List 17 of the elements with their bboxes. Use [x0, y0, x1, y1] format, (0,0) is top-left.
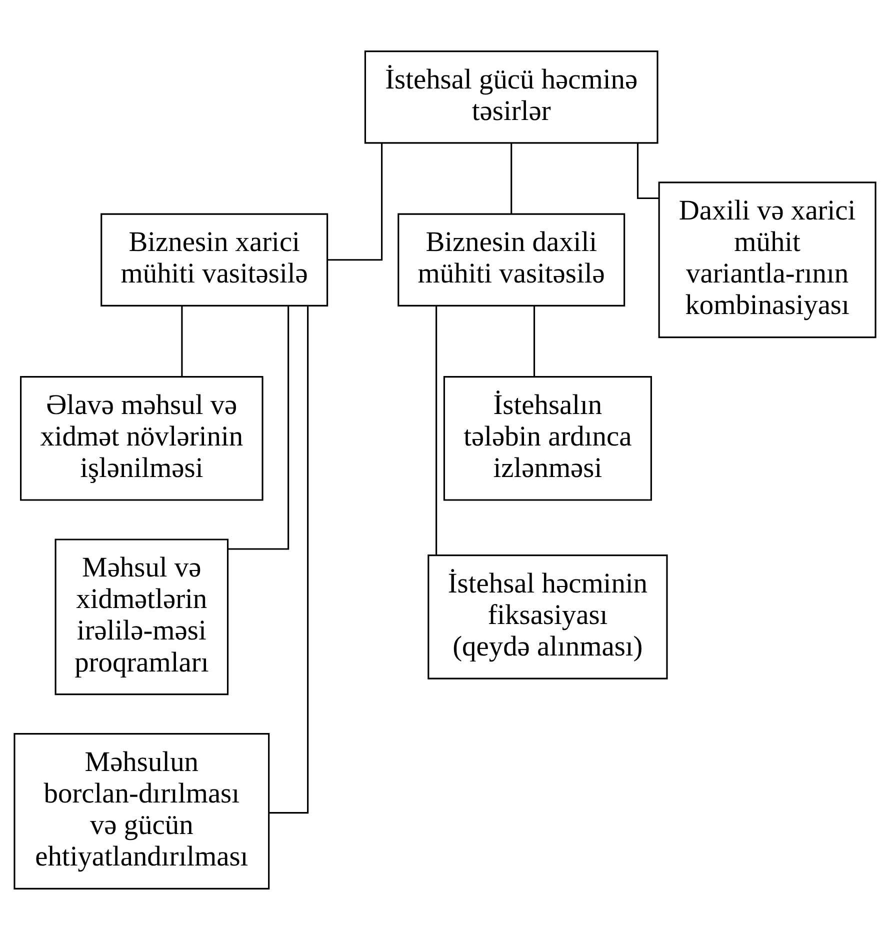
node-box: İstehsal gücü həcminə təsirlər — [364, 50, 658, 144]
node-box: Məhsulun borclan-dırılması və gücün ehtiyatlandırılması — [14, 733, 270, 890]
node-box: İstehsal həcminin fiksasiyası (qeydə alınması) — [428, 554, 668, 680]
node-box: Biznesin xarici mühiti vasitəsilə — [100, 213, 328, 306]
node-box: Əlavə məhsul və xidmət növlərinin işlənilməsi — [20, 376, 264, 501]
connector — [436, 306, 438, 555]
node-box: Biznesin daxili mühiti vasitəsilə — [398, 213, 626, 306]
node-box: İstehsalın tələbin ardınca izlənməsi — [443, 376, 652, 501]
node-box: Məhsul və xidmətlərin irəlilə-məsi proqramları — [54, 538, 229, 696]
connector — [510, 143, 512, 214]
connector — [268, 306, 309, 814]
connector — [327, 143, 383, 261]
connector — [181, 306, 183, 376]
connector — [533, 306, 536, 376]
connector — [636, 142, 659, 200]
connector — [228, 306, 290, 550]
node-box: Daxili və xarici mühit variantla-rının kombinasiyası — [658, 182, 876, 338]
